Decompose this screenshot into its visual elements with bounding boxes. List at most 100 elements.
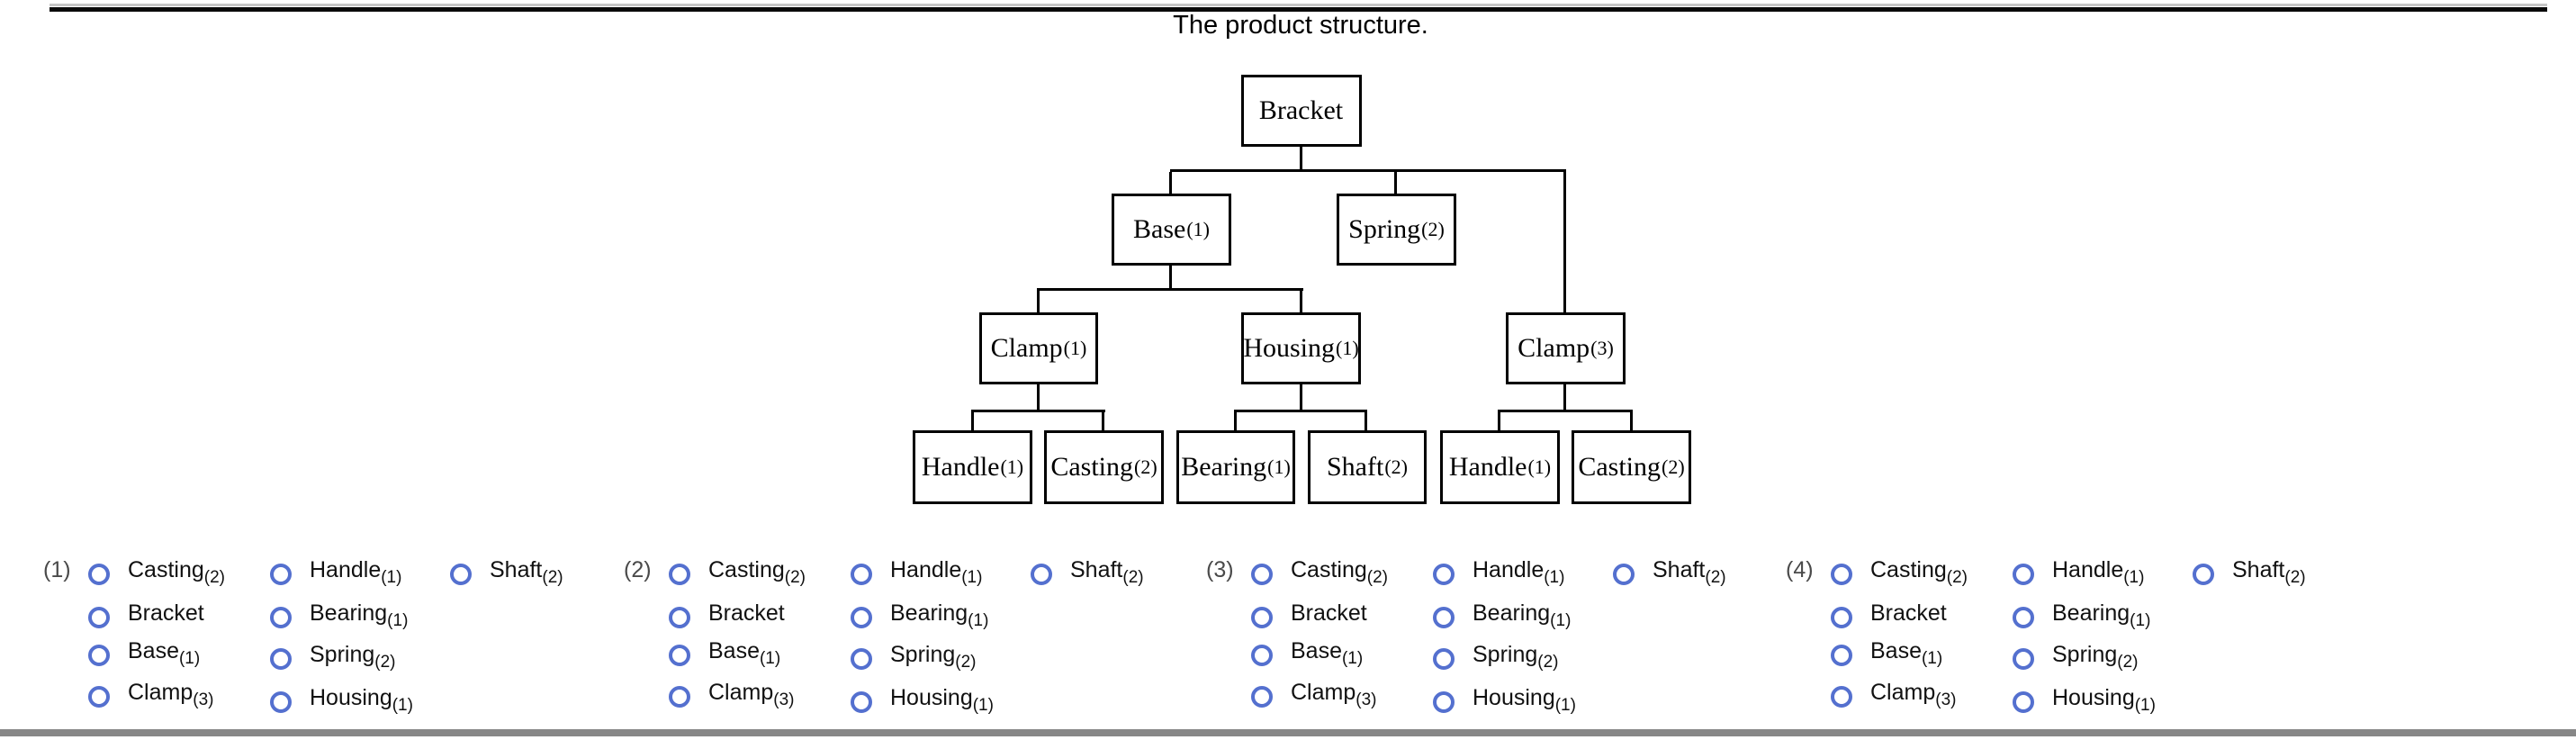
radio-option-shaft[interactable]: Shaft(2) — [1031, 559, 1144, 589]
radio-option-bearing[interactable]: Bearing(1) — [1433, 602, 1571, 632]
connector-drop-housing — [1300, 291, 1302, 312]
radio-button[interactable] — [2013, 647, 2034, 670]
radio-option-shaft[interactable]: Shaft(2) — [2193, 559, 2306, 589]
option-label: Housing(1) — [890, 685, 994, 716]
radio-option-handle[interactable]: Handle(1) — [1433, 559, 1564, 589]
node-label: Casting — [1050, 452, 1133, 482]
node-subscript: (1) — [1527, 456, 1552, 478]
radio-option-bearing[interactable]: Bearing(1) — [270, 602, 408, 632]
radio-button[interactable] — [669, 644, 690, 666]
option-label: Base(1) — [1870, 638, 1943, 669]
radio-option-base[interactable]: Base(1) — [1251, 640, 1363, 670]
radio-option-clamp[interactable]: Clamp(3) — [1251, 681, 1376, 711]
radio-button[interactable] — [1251, 685, 1273, 708]
node-subscript: (1) — [1186, 218, 1210, 240]
question-group-3: (3) Casting(2) Bracket Base(1) Clamp(3) … — [1206, 559, 1746, 726]
option-label: Casting(2) — [128, 557, 225, 588]
radio-button[interactable] — [1251, 644, 1273, 666]
bottom-divider — [0, 729, 2576, 736]
node-label: Clamp — [990, 333, 1063, 363]
node-label: Base — [1133, 214, 1186, 244]
radio-option-bearing[interactable]: Bearing(1) — [2013, 602, 2150, 632]
radio-option-bearing[interactable]: Bearing(1) — [851, 602, 988, 632]
radio-button[interactable] — [1613, 563, 1635, 585]
radio-button[interactable] — [669, 685, 690, 708]
radio-button[interactable] — [1433, 690, 1455, 713]
tree-node-handle-a: Handle(1) — [913, 430, 1032, 504]
connector-housing-children — [1234, 410, 1367, 412]
radio-option-base[interactable]: Base(1) — [88, 640, 200, 670]
option-label: Bracket — [1870, 600, 1947, 626]
radio-button[interactable] — [1831, 685, 1852, 708]
radio-option-casting[interactable]: Casting(2) — [88, 559, 225, 589]
radio-option-casting[interactable]: Casting(2) — [669, 559, 806, 589]
connector-housing-stub — [1300, 384, 1302, 410]
radio-option-bracket[interactable]: Bracket — [669, 602, 785, 632]
radio-option-casting[interactable]: Casting(2) — [1831, 559, 1968, 589]
radio-option-spring[interactable]: Spring(2) — [851, 644, 977, 673]
radio-option-handle[interactable]: Handle(1) — [270, 559, 401, 589]
radio-button[interactable] — [1433, 647, 1455, 670]
radio-option-shaft[interactable]: Shaft(2) — [1613, 559, 1726, 589]
radio-button[interactable] — [270, 647, 292, 670]
radio-button[interactable] — [1031, 563, 1052, 585]
radio-button[interactable] — [88, 563, 110, 585]
radio-button[interactable] — [1831, 606, 1852, 628]
radio-button[interactable] — [1251, 563, 1273, 585]
radio-option-housing[interactable]: Housing(1) — [2013, 687, 2156, 717]
radio-button[interactable] — [851, 563, 872, 585]
radio-button[interactable] — [851, 690, 872, 713]
radio-button[interactable] — [1433, 606, 1455, 628]
radio-button[interactable] — [88, 606, 110, 628]
radio-button[interactable] — [1831, 563, 1852, 585]
radio-option-spring[interactable]: Spring(2) — [270, 644, 396, 673]
connector-drop-handle-a — [971, 412, 974, 430]
node-label: Housing — [1243, 333, 1336, 363]
radio-option-clamp[interactable]: Clamp(3) — [88, 681, 213, 711]
radio-option-housing[interactable]: Housing(1) — [851, 687, 994, 717]
radio-option-base[interactable]: Base(1) — [669, 640, 780, 670]
radio-button[interactable] — [2013, 563, 2034, 585]
node-label: Handle — [921, 452, 1000, 482]
radio-option-spring[interactable]: Spring(2) — [2013, 644, 2139, 673]
radio-option-housing[interactable]: Housing(1) — [270, 687, 413, 717]
radio-option-shaft[interactable]: Shaft(2) — [450, 559, 563, 589]
connector-drop-bearing — [1234, 412, 1237, 430]
radio-option-base[interactable]: Base(1) — [1831, 640, 1942, 670]
option-label: Base(1) — [708, 638, 781, 669]
radio-button[interactable] — [270, 690, 292, 713]
radio-option-clamp[interactable]: Clamp(3) — [669, 681, 794, 711]
option-label: Bearing(1) — [890, 600, 989, 631]
radio-option-handle[interactable]: Handle(1) — [2013, 559, 2144, 589]
radio-button[interactable] — [1831, 644, 1852, 666]
radio-option-bracket[interactable]: Bracket — [88, 602, 204, 632]
tree-node-handle-b: Handle(1) — [1440, 430, 1560, 504]
radio-button[interactable] — [851, 606, 872, 628]
radio-button[interactable] — [2013, 606, 2034, 628]
radio-option-casting[interactable]: Casting(2) — [1251, 559, 1388, 589]
radio-button[interactable] — [851, 647, 872, 670]
radio-option-housing[interactable]: Housing(1) — [1433, 687, 1576, 717]
radio-option-clamp[interactable]: Clamp(3) — [1831, 681, 1956, 711]
radio-button[interactable] — [2013, 690, 2034, 713]
radio-button[interactable] — [270, 606, 292, 628]
option-label: Housing(1) — [310, 685, 413, 716]
radio-button[interactable] — [1251, 606, 1273, 628]
radio-button[interactable] — [270, 563, 292, 585]
radio-button[interactable] — [2193, 563, 2214, 585]
option-label: Shaft(2) — [1070, 557, 1144, 588]
option-label: Housing(1) — [2052, 685, 2156, 716]
radio-option-bracket[interactable]: Bracket — [1251, 602, 1367, 632]
radio-button[interactable] — [669, 606, 690, 628]
radio-button[interactable] — [669, 563, 690, 585]
radio-option-bracket[interactable]: Bracket — [1831, 602, 1947, 632]
tree-node-housing: Housing(1) — [1241, 312, 1361, 384]
radio-button[interactable] — [450, 563, 472, 585]
radio-button[interactable] — [1433, 563, 1455, 585]
radio-button[interactable] — [88, 685, 110, 708]
question-label: (4) — [1786, 557, 1814, 582]
radio-option-spring[interactable]: Spring(2) — [1433, 644, 1559, 673]
node-subscript: (1) — [1063, 337, 1087, 359]
radio-option-handle[interactable]: Handle(1) — [851, 559, 982, 589]
radio-button[interactable] — [88, 644, 110, 666]
